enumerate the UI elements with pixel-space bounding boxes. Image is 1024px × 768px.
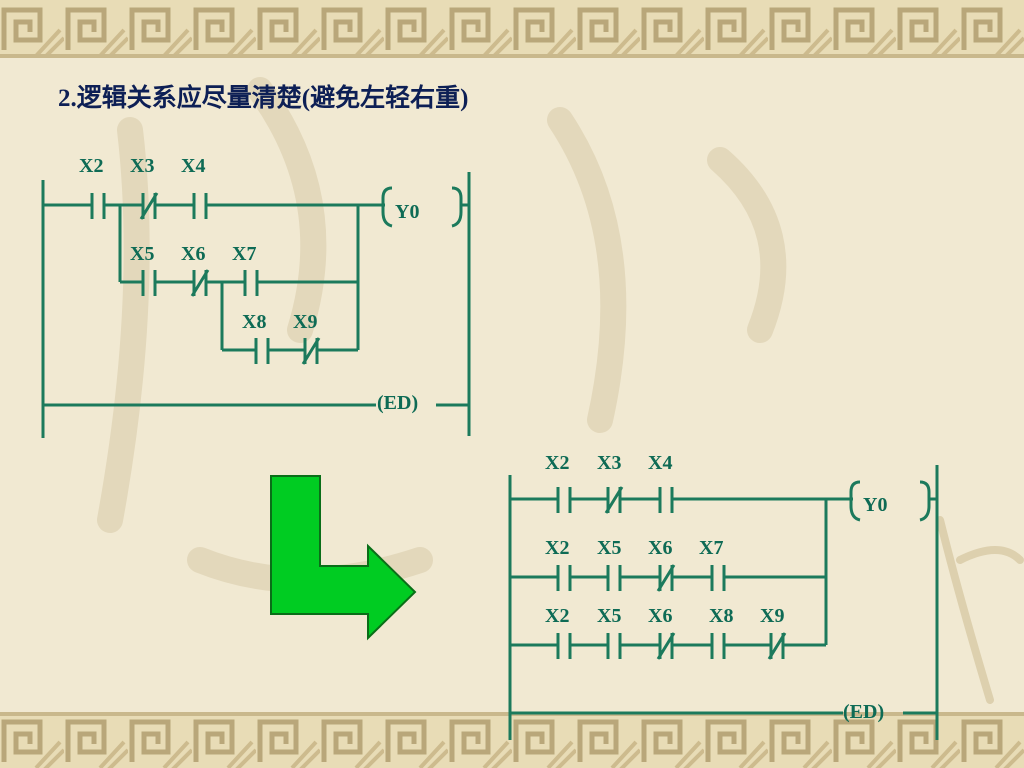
contact-label: X2 xyxy=(545,452,570,474)
contact-x6-nc xyxy=(190,269,210,297)
contact-label: X3 xyxy=(130,155,155,177)
contact-label: X8 xyxy=(242,311,267,333)
contact-label: X8 xyxy=(709,605,734,627)
contact-b2-x6-nc xyxy=(656,564,676,592)
contact-label: X5 xyxy=(130,243,155,265)
contact-x3-nc xyxy=(139,192,159,220)
contact-label: X5 xyxy=(597,537,622,559)
contact-label: X9 xyxy=(293,311,318,333)
end-instruction-label: (ED) xyxy=(377,392,419,414)
contact-x5-no xyxy=(141,270,157,296)
contact-b1-x2-no xyxy=(556,487,572,513)
contact-label: X7 xyxy=(232,243,257,265)
top-border-pattern xyxy=(0,0,1024,58)
contact-x2-no xyxy=(90,193,106,219)
contact-b3-x5-no xyxy=(606,633,622,659)
contact-b2-x5-no xyxy=(606,565,622,591)
contact-label: X2 xyxy=(545,605,570,627)
coil-b-y0 xyxy=(849,480,937,522)
contact-x4-no xyxy=(192,193,208,219)
end-instruction-label: (ED) xyxy=(843,701,885,723)
contact-b2-x7-no xyxy=(710,565,726,591)
contact-x8-no xyxy=(254,338,270,364)
l-shaped-arrow-icon xyxy=(270,475,417,641)
bottom-ladder-diagram xyxy=(508,465,939,740)
contact-label: X4 xyxy=(648,452,673,474)
coil-label: Y0 xyxy=(395,201,420,223)
contact-b3-x2-no xyxy=(556,633,572,659)
top-ladder-diagram xyxy=(41,172,471,438)
contact-b3-x9-nc xyxy=(767,632,787,660)
contact-label: X4 xyxy=(181,155,206,177)
slide-title: 2.逻辑关系应尽量清楚(避免左轻右重) xyxy=(58,85,469,112)
contact-label: X2 xyxy=(79,155,104,177)
contact-label: X6 xyxy=(648,537,673,559)
contact-b3-x6-nc xyxy=(656,632,676,660)
contact-b1-x3-nc xyxy=(604,486,624,514)
contact-b2-x2-no xyxy=(556,565,572,591)
contact-label: X3 xyxy=(597,452,622,474)
contact-b3-x8-no xyxy=(710,633,726,659)
contact-label: X5 xyxy=(597,605,622,627)
contact-b1-x4-no xyxy=(658,487,674,513)
coil-label: Y0 xyxy=(863,494,888,516)
contact-label: X7 xyxy=(699,537,724,559)
coil-y0 xyxy=(381,186,469,228)
contact-label: X2 xyxy=(545,537,570,559)
contact-x7-no xyxy=(243,270,259,296)
contact-label: X6 xyxy=(181,243,206,265)
contact-label: X9 xyxy=(760,605,785,627)
contact-x9-nc xyxy=(301,337,321,365)
contact-label: X6 xyxy=(648,605,673,627)
